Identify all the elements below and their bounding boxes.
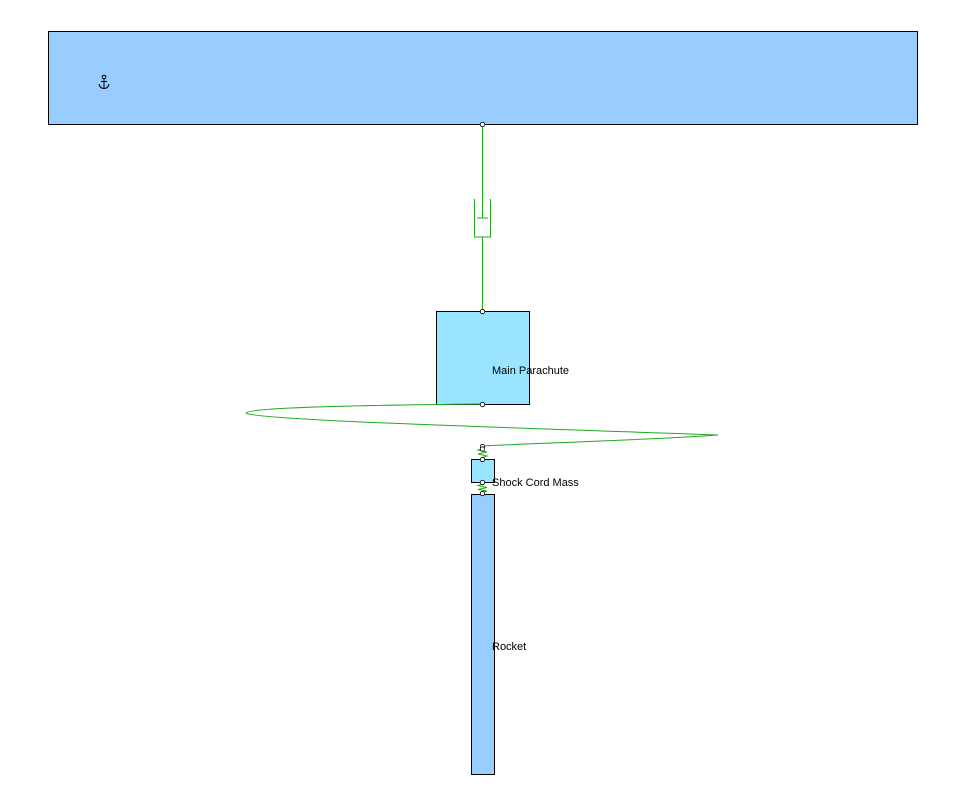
- main-parachute-body[interactable]: [436, 311, 530, 405]
- ceiling-body[interactable]: [48, 31, 918, 125]
- anchor-icon: [98, 74, 110, 90]
- damper-connector[interactable]: [474, 124, 491, 311]
- rocket-body[interactable]: [471, 494, 495, 775]
- attachment-point: [479, 456, 486, 463]
- rocket-label: Rocket: [492, 641, 526, 653]
- attachment-point: [479, 401, 486, 408]
- shock-cord-mass-label: Shock Cord Mass: [492, 477, 579, 489]
- attachment-point: [479, 490, 486, 497]
- attachment-points: [479, 121, 486, 497]
- attachment-point: [479, 479, 486, 486]
- attachment-point: [479, 121, 486, 128]
- attachment-point: [479, 308, 486, 315]
- shock-cord-connector[interactable]: [245, 403, 719, 447]
- attachment-point: [479, 446, 486, 452]
- main-parachute-label: Main Parachute: [492, 365, 569, 377]
